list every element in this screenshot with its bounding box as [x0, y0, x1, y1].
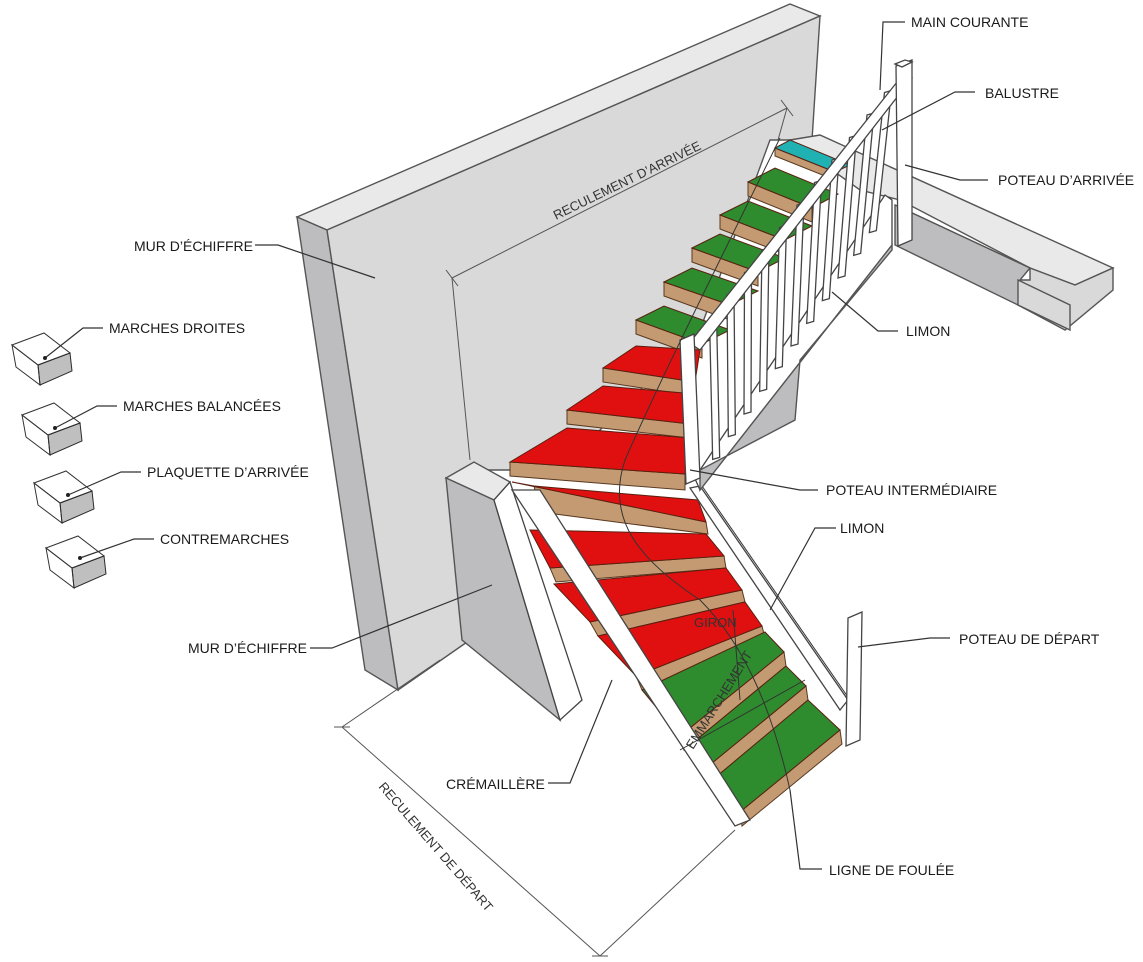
legend-leader — [54, 405, 117, 429]
leader-ligne-foulee — [789, 789, 822, 870]
step-7 — [601, 345, 701, 397]
legend: MARCHES DROITES MARCHES BALANCÉES PLAQUETT… — [10, 320, 309, 590]
giron-arrow — [732, 609, 741, 701]
legend-leader-dot — [53, 426, 57, 430]
legend-leader-dot — [66, 493, 70, 497]
leader-mur-echiffre-bottom — [310, 584, 493, 649]
dimension-lines — [334, 99, 794, 957]
leader-limon-top — [831, 291, 898, 332]
label-reculement-depart: RECULEMENT DE DÉPART — [376, 779, 496, 914]
leader-poteau-depart — [857, 637, 950, 648]
leader-mur-echiffre-top — [255, 244, 376, 279]
legend-item: CONTREMARCHES — [44, 531, 289, 590]
reculement-arrivee-ext-left — [451, 277, 471, 461]
reculement-arrivee-line — [451, 107, 788, 279]
leader-limon-mid — [769, 527, 836, 611]
legend-cube-side — [59, 490, 95, 524]
legend-item: MARCHES DROITES — [10, 320, 245, 387]
landing-platform — [788, 134, 1115, 332]
legend-leader-dot — [43, 356, 47, 360]
balustre-1 — [708, 314, 721, 461]
legend-cube-front — [45, 546, 75, 590]
poteau-intermediaire-post — [679, 333, 701, 485]
lower-wall — [444, 461, 583, 722]
legend-leader — [44, 327, 103, 359]
legend-label: CONTREMARCHES — [160, 531, 289, 547]
tick-1 — [445, 269, 459, 287]
poteau-arrivee-post — [895, 59, 913, 247]
leader-cremaillere — [548, 679, 613, 784]
poteau-arrivee-cap — [893, 59, 914, 68]
legend-leader — [67, 471, 141, 496]
legend-label: PLAQUETTE D’ARRIVÉE — [147, 464, 309, 480]
cremaillere-stringer — [510, 489, 751, 827]
label-ligne-foulee: LIGNE DE FOULÉE — [829, 862, 954, 878]
reculement-depart-ext-right — [599, 829, 736, 957]
label-limon-mid: LIMON — [840, 520, 884, 536]
leader-balustre — [881, 91, 975, 131]
balusters-group — [708, 89, 893, 461]
legend-cube-shade — [38, 353, 72, 385]
leader-poteau-intermediaire — [689, 469, 818, 491]
reculement-depart-ext-left — [341, 659, 441, 728]
leader-poteau-arrivee — [904, 164, 988, 181]
label-poteau-intermediaire: POTEAU INTERMÉDIAIRE — [826, 482, 997, 498]
legend-cube-front — [11, 343, 41, 387]
legend-label: MARCHES DROITES — [109, 320, 245, 336]
label-mur-echiffre-top: MUR D’ÉCHIFFRE — [134, 238, 253, 254]
legend-cube-shade — [72, 556, 106, 588]
emmarchement-arrow — [679, 679, 806, 751]
label-poteau-arrivee: POTEAU D’ARRIVÉE — [998, 172, 1134, 188]
label-main-courante: MAIN COURANTE — [911, 14, 1028, 30]
label-poteau-depart: POTEAU DE DÉPART — [959, 631, 1100, 647]
landing-step-block — [1017, 278, 1071, 332]
tick-2 — [780, 99, 794, 117]
leader-main-courante — [879, 21, 905, 91]
legend-cube-side — [37, 352, 73, 386]
leader-lines — [255, 21, 988, 870]
legend-cube-front — [33, 481, 63, 525]
poteau-depart-post — [845, 611, 863, 747]
label-giron: GIRON — [694, 615, 737, 630]
legend-cube-side — [47, 422, 83, 456]
label-balustre: BALUSTRE — [985, 85, 1059, 101]
reculement-arrivee-ext-right — [777, 107, 788, 141]
lower-wall-edge — [493, 480, 583, 722]
label-cremaillere: CRÉMAILLÈRE — [446, 776, 545, 792]
legend-cube-side — [71, 555, 107, 589]
label-limon-top: LIMON — [906, 323, 950, 339]
reculement-depart-line — [341, 726, 601, 957]
ligne-foulee-curve — [618, 137, 791, 791]
foulee-lines — [618, 137, 806, 791]
legend-leader-dot — [78, 556, 82, 560]
lower-limon-edge — [701, 485, 851, 701]
legend-cube-front — [21, 413, 51, 457]
upper-railing — [679, 59, 914, 493]
legend-leader — [79, 538, 154, 559]
label-mur-echiffre-bottom: MUR D’ÉCHIFFRE — [188, 640, 307, 656]
legend-label: MARCHES BALANCÉES — [123, 398, 281, 414]
legend-cube-shade — [48, 423, 82, 455]
legend-item: MARCHES BALANCÉES — [20, 398, 281, 457]
legend-item: PLAQUETTE D’ARRIVÉE — [32, 464, 309, 525]
legend-cube-shade — [60, 491, 94, 523]
